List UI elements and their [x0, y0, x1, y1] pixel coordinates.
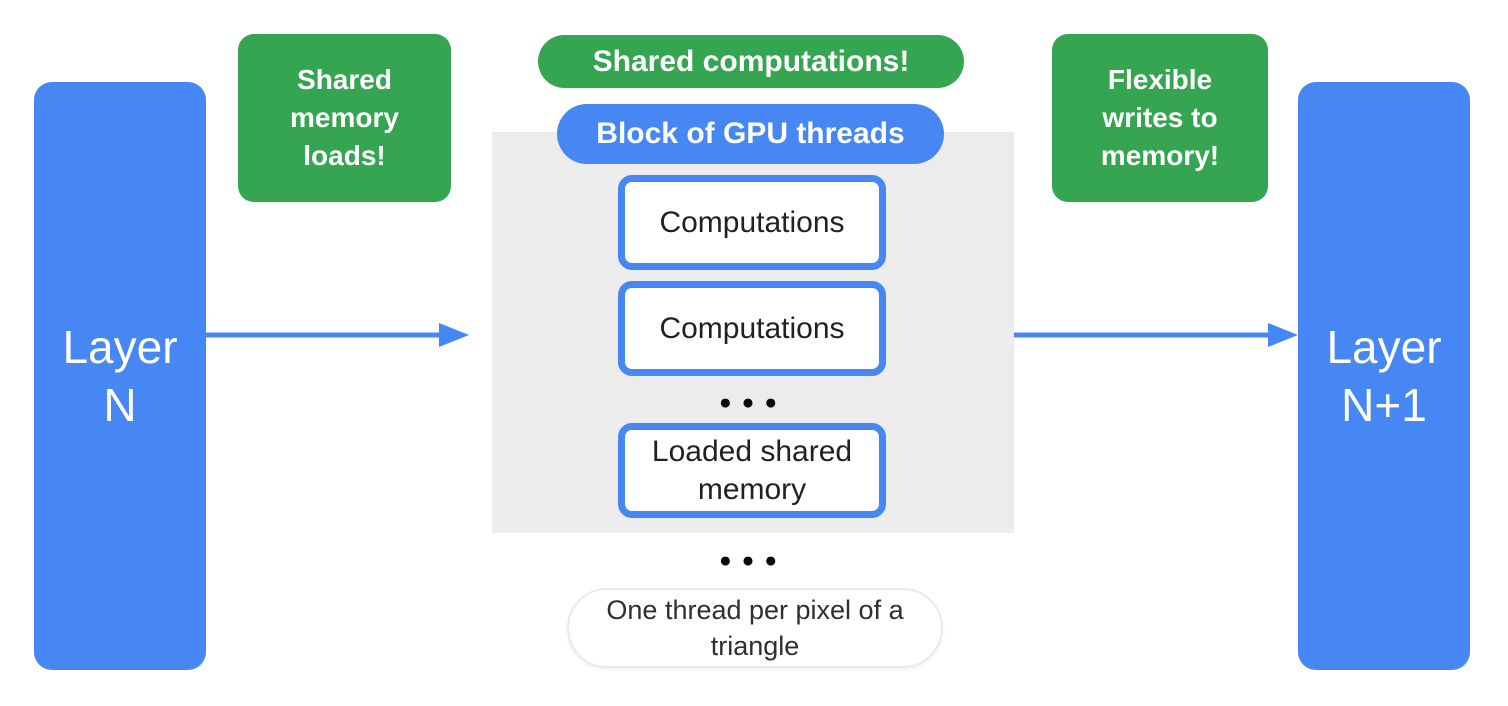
layer-n-box: Layer N — [34, 82, 206, 670]
layer-n-line1: Layer — [62, 321, 178, 373]
arrow-block-to-layer-n-plus-1 — [1014, 323, 1298, 347]
callout-shared-memory-loads: Shared memory loads! — [238, 34, 451, 202]
one-thread-per-pixel-note: One thread per pixel of a triangle — [567, 588, 943, 668]
callout-shared-computations: Shared computations! — [538, 35, 964, 88]
layer-n-line2: N — [103, 379, 137, 431]
block-of-gpu-threads-pill: Block of GPU threads — [557, 104, 944, 164]
layer-n-plus-1-box: Layer N+1 — [1298, 82, 1470, 670]
layer-n-plus-1-line1: Layer — [1326, 321, 1442, 373]
gpu-block-panel: Computations Computations Loaded shared … — [492, 132, 1014, 533]
arrow-layer-n-to-block — [206, 323, 469, 347]
callout-flexible-writes: Flexible writes to memory! — [1052, 34, 1268, 202]
loaded-shared-memory-box: Loaded shared memory — [618, 423, 886, 518]
ellipsis-inside-block: ●●● — [718, 391, 788, 414]
ellipsis-below-block: ●●● — [718, 549, 788, 572]
layer-n-label: Layer N — [62, 318, 177, 434]
computations-box-1: Computations — [618, 175, 886, 270]
computations-box-2: Computations — [618, 281, 886, 376]
layer-n-plus-1-line2: N+1 — [1341, 379, 1427, 431]
layer-n-plus-1-label: Layer N+1 — [1326, 318, 1441, 434]
